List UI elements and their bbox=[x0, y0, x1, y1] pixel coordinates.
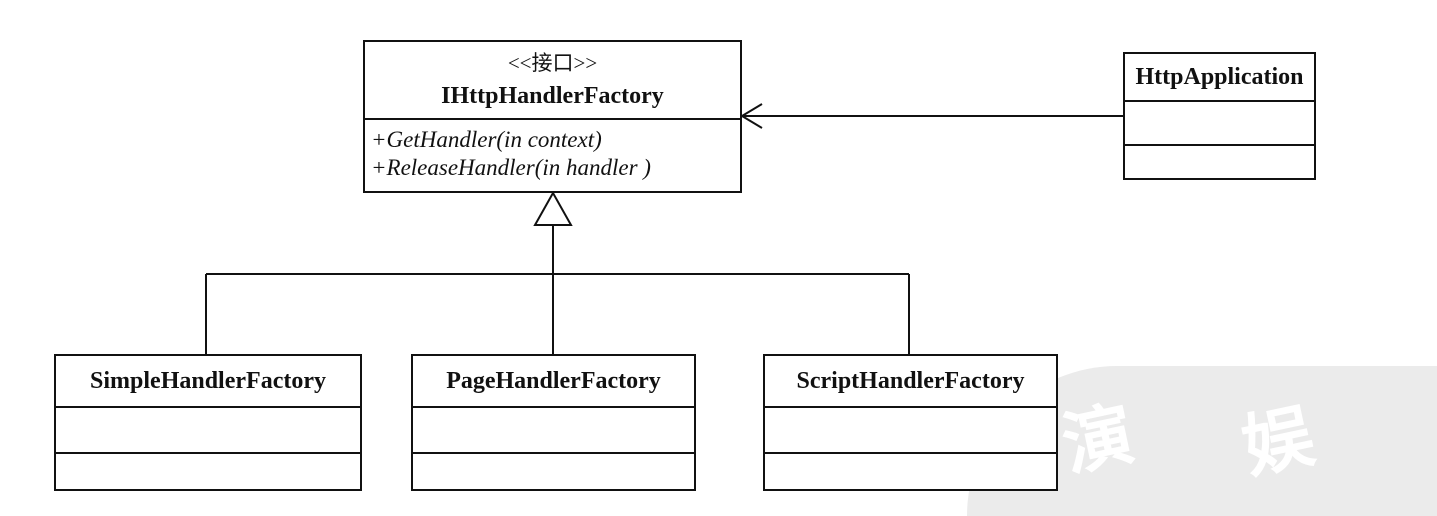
class-name-section: <<接口>> IHttpHandlerFactory bbox=[365, 42, 740, 118]
class-httpapplication[interactable]: HttpApplication bbox=[1123, 52, 1316, 180]
class-title: IHttpHandlerFactory bbox=[441, 83, 664, 109]
class-stereotype: <<接口>> bbox=[507, 51, 598, 75]
class-name-section: ScriptHandlerFactory bbox=[765, 356, 1056, 406]
class-attributes-section bbox=[413, 406, 694, 452]
class-operations-section bbox=[765, 452, 1056, 489]
dependency-arrowhead bbox=[740, 103, 763, 129]
class-attributes-section bbox=[1125, 100, 1314, 144]
class-name-section: PageHandlerFactory bbox=[413, 356, 694, 406]
class-attributes-section bbox=[765, 406, 1056, 452]
class-title: ScriptHandlerFactory bbox=[796, 368, 1025, 394]
class-title: PageHandlerFactory bbox=[446, 368, 661, 394]
class-scripthandlerfactory[interactable]: ScriptHandlerFactory bbox=[763, 354, 1058, 491]
inheritance-triangle bbox=[533, 190, 573, 226]
class-title: HttpApplication bbox=[1135, 64, 1304, 90]
class-operations-section bbox=[1125, 144, 1314, 178]
watermark-char-2: 娱 bbox=[1235, 394, 1321, 490]
class-pagehandlerfactory[interactable]: PageHandlerFactory bbox=[411, 354, 696, 491]
class-name-section: HttpApplication bbox=[1125, 54, 1314, 100]
class-attributes-section bbox=[56, 406, 360, 452]
class-operations-section bbox=[413, 452, 694, 489]
watermark-char-1: 演 bbox=[1055, 392, 1141, 488]
class-name-section: SimpleHandlerFactory bbox=[56, 356, 360, 406]
class-operations-section bbox=[56, 452, 360, 489]
operation-releasehandler: +ReleaseHandler(in handler ) bbox=[371, 154, 651, 180]
class-operations-section: +GetHandler(in context) +ReleaseHandler(… bbox=[365, 118, 740, 191]
class-title: SimpleHandlerFactory bbox=[90, 368, 326, 394]
operation-gethandler: +GetHandler(in context) bbox=[371, 127, 602, 152]
class-ihttphandlerfactory[interactable]: <<接口>> IHttpHandlerFactory +GetHandler(i… bbox=[363, 40, 742, 193]
class-simplehandlerfactory[interactable]: SimpleHandlerFactory bbox=[54, 354, 362, 491]
